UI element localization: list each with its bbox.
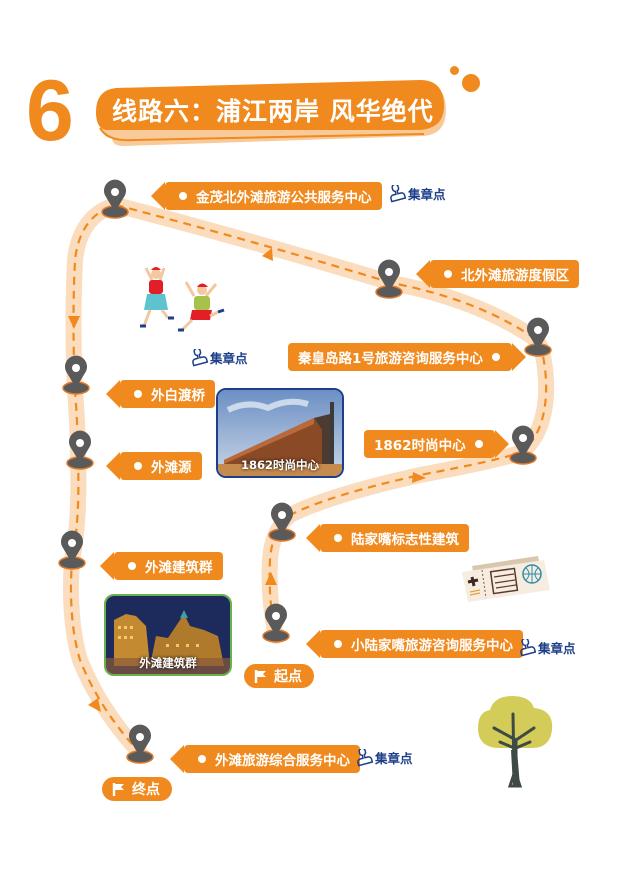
arrow-left [262,248,273,261]
decor-dot-large [462,74,480,92]
stamp-icon [520,638,536,657]
ticket-icon [462,556,550,602]
photo-bund-buildings: 外滩建筑群 [104,594,232,676]
stop-label-1862[interactable]: 1862时尚中心 [364,430,509,458]
jumping-kids-illustration [140,267,225,332]
photo-1862-image [218,390,342,476]
bullet-icon [134,390,142,398]
stop-label-lujiazui-center[interactable]: 小陆家嘴旅游咨询服务中心 [306,630,523,658]
map-pin-icon [509,424,537,465]
stop-label-waibaidu[interactable]: 外白渡桥 [106,380,215,408]
stamp-icon [357,748,373,767]
bullet-icon [474,440,483,448]
start-label: 起点 [274,669,302,685]
arrow-down-right [88,698,101,712]
map-pin-icon [524,316,552,357]
photo-caption: 1862时尚中心 [240,458,319,472]
stamp-label: 集章点 [210,351,248,366]
map-pin-icon [101,178,129,219]
photo-bund-image [106,596,230,674]
start-badge: 起点 [244,664,314,688]
stop-name: 北外滩旅游度假区 [461,268,569,284]
stop-label-bund-origin[interactable]: 外滩源 [106,452,202,480]
tree-icon [478,696,553,788]
map-pin-icon [66,429,94,470]
title-banner [96,80,446,146]
stamp-marker: 集章点 [518,638,576,657]
end-badge: 终点 [102,777,172,801]
photo-caption: 外滩建筑群 [139,656,197,670]
map-pin-icon [126,723,154,764]
arrow-up [265,572,277,585]
arrow-down [68,316,80,329]
stop-name: 外白渡桥 [151,388,205,404]
page-title: 线路六：浦江两岸 风华绝代 [112,97,434,126]
bullet-icon [491,353,500,361]
bullet-icon [334,640,342,648]
decor-dot-small [450,66,459,75]
stop-name: 陆家嘴标志性建筑 [351,532,459,548]
stop-name: 外滩源 [151,460,192,476]
stamp-icon [192,348,208,367]
stamp-marker: 集章点 [190,348,248,367]
stamp-label: 集章点 [375,751,413,766]
flag-icon [254,669,266,683]
end-label: 终点 [132,782,160,798]
stop-name: 外滩旅游综合服务中心 [215,753,350,769]
stop-label-bund-buildings[interactable]: 外滩建筑群 [100,552,223,580]
photo-1862: 1862时尚中心 [216,388,344,478]
bullet-icon [444,270,452,278]
direction-arrows [68,248,426,712]
stamp-icon [390,184,406,203]
stop-label-north-bund[interactable]: 北外滩旅游度假区 [416,260,579,288]
stop-name: 小陆家嘴旅游咨询服务中心 [351,638,513,654]
stop-label-bund-center[interactable]: 外滩旅游综合服务中心 [170,745,360,773]
map-pin-icon [58,529,86,570]
stop-label-lujiazui-landmark[interactable]: 陆家嘴标志性建筑 [306,524,469,552]
bullet-icon [198,755,206,763]
stamp-marker: 集章点 [388,184,446,203]
map-pin-icon [262,602,290,643]
stamp-label: 集章点 [408,187,446,202]
stop-name: 1862时尚中心 [374,438,466,454]
route-number: 6 [26,63,74,159]
stop-label-qinhuangdao[interactable]: 秦皇岛路1号旅游咨询服务中心 [288,343,526,371]
bullet-icon [334,534,342,542]
stop-name: 秦皇岛路1号旅游咨询服务中心 [298,351,483,367]
stamp-marker: 集章点 [355,748,413,767]
arrow-right [412,472,426,483]
bullet-icon [128,562,136,570]
map-pin-icon [375,258,403,299]
map-pin-icon [268,501,296,542]
map-pin-icon [62,354,90,395]
stamp-label: 集章点 [538,641,576,656]
stop-label-jinmao[interactable]: 金茂北外滩旅游公共服务中心 [151,182,382,210]
flag-icon [112,782,124,796]
bullet-icon [179,192,187,200]
stop-name: 金茂北外滩旅游公共服务中心 [196,190,372,206]
stop-name: 外滩建筑群 [145,560,213,576]
bullet-icon [134,462,142,470]
